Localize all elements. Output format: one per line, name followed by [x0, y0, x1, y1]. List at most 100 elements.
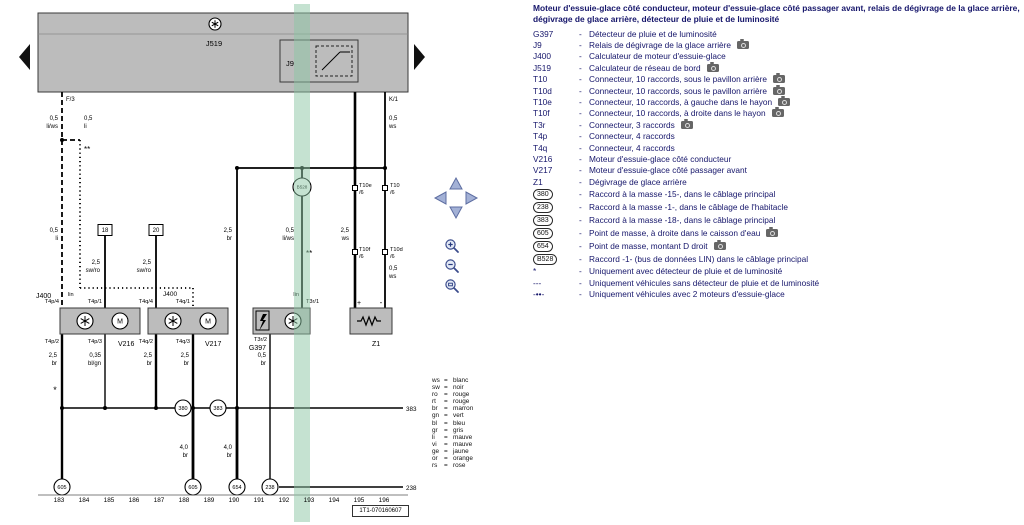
ground-point-605: 605	[53, 478, 71, 496]
legend-separator: -	[579, 153, 582, 164]
diagram-label: J400	[36, 293, 51, 300]
diagram-label: *	[53, 385, 57, 395]
diagram-label: F/3	[66, 97, 75, 103]
svg-text:M: M	[117, 319, 123, 326]
diagram-label: J9	[286, 59, 294, 68]
camera-icon[interactable]	[773, 73, 786, 84]
diagram-label: T4q/3	[176, 339, 190, 345]
legend-separator: -	[579, 201, 582, 212]
color-name: bleu	[453, 419, 466, 427]
legend-item: T3r-Connecteur, 3 raccords	[533, 118, 1021, 130]
camera-icon[interactable]	[778, 96, 791, 107]
legend-item-desc: Moteur d'essuie-glace côté conducteur	[589, 153, 732, 164]
camera-icon[interactable]	[771, 107, 784, 118]
legend-item: ----Uniquement véhicules sans détecteur …	[533, 277, 1021, 288]
legend-item: 654-Point de masse, montant D droit	[533, 239, 1021, 252]
diagram-label: /6	[390, 254, 395, 260]
connector-pin-icon	[352, 185, 358, 191]
pan-up-button[interactable]	[448, 176, 464, 192]
legend-item-code: T10f	[533, 108, 550, 119]
legend-item: 380-Raccord à la masse -15-, dans le câb…	[533, 187, 1021, 200]
diagram-label: ws	[388, 274, 396, 280]
camera-icon[interactable]	[713, 239, 726, 250]
left-continuation-arrow-icon	[19, 44, 30, 70]
zoom-out-button[interactable]	[444, 258, 460, 274]
diagram-label: 0,5	[389, 266, 398, 272]
diagram-label: -	[380, 298, 383, 307]
color-abbr: ro	[432, 391, 438, 399]
diagram-label: 0,5	[50, 228, 59, 234]
camera-icon[interactable]	[766, 226, 779, 237]
legend-item: B528-Raccord -1- (bus de données LIN) da…	[533, 252, 1021, 265]
color-abbr: gr	[432, 426, 438, 434]
wire-junction-dot	[300, 166, 304, 170]
diagram-label: br	[183, 453, 188, 459]
track-number: 186	[128, 497, 140, 504]
camera-icon[interactable]	[706, 61, 719, 72]
color-code-row: bl=bleu	[432, 420, 473, 427]
diagram-label: T4p/3	[88, 339, 102, 345]
svg-text:380: 380	[178, 406, 187, 412]
color-name: rouge	[453, 391, 470, 399]
camera-icon[interactable]	[680, 118, 693, 129]
legend-item: V216 -Moteur d'essuie-glace côté conducte…	[533, 153, 1021, 164]
diagram-label: 2,5	[92, 260, 101, 266]
pan-down-button[interactable]	[448, 204, 464, 220]
legend-separator: -	[579, 176, 582, 187]
diagram-label: 0,5	[258, 353, 267, 359]
diagram-label: J400	[163, 291, 177, 298]
color-name: rose	[453, 462, 466, 470]
diagram-label: 2,5	[224, 228, 233, 234]
legend-item-code: V217	[533, 165, 553, 176]
legend-separator: -	[579, 142, 582, 153]
legend-item-code: Z1	[533, 176, 543, 187]
connector-pin-icon	[382, 249, 388, 255]
diagram-label: bl/gn	[88, 361, 101, 367]
legend-item-code: V216	[533, 153, 553, 164]
ground-point-654: 654	[228, 478, 246, 496]
viewer-controls	[432, 176, 480, 298]
legend-item-code: 605	[533, 227, 579, 239]
legend-item: T10e-Connecteur, 10 raccords, à gauche d…	[533, 96, 1021, 107]
legend-items: G397-Détecteur de pluie et de luminosité…	[533, 28, 1021, 300]
ground-symbol: 605	[533, 227, 553, 239]
heater-element-icon	[357, 315, 381, 327]
zoom-in-button[interactable]	[444, 238, 460, 254]
diagram-label: T10f	[359, 247, 371, 253]
color-name: gris	[453, 426, 464, 434]
color-abbr: or	[432, 455, 438, 463]
legend-item-desc: Connecteur, 4 raccords	[589, 142, 675, 153]
ground-symbol: B528	[533, 253, 558, 265]
legend-item-desc: Raccord à la masse -15-, dans le câblage…	[589, 188, 776, 199]
legend-item-code: J400	[533, 51, 551, 62]
legend-item: J9-Relais de dégivrage de la glace arriè…	[533, 39, 1021, 50]
zoom-window-button[interactable]	[444, 278, 460, 294]
diagram-label: T4p/4	[45, 299, 59, 305]
color-abbr: rs	[432, 462, 438, 470]
diagram-label: lin	[68, 292, 74, 298]
svg-text:B528: B528	[297, 185, 308, 190]
diagram-label: /6	[359, 190, 364, 196]
camera-icon[interactable]	[737, 39, 750, 50]
legend-separator: -	[579, 51, 582, 62]
pan-right-button[interactable]	[463, 190, 479, 206]
pan-left-button[interactable]	[433, 190, 449, 206]
diagram-label: br	[184, 361, 189, 367]
wire-ref-box: 18	[97, 224, 113, 236]
ground-point-605: 605	[184, 478, 202, 496]
diagram-label: 2,5	[144, 353, 153, 359]
color-name: marron	[453, 405, 474, 413]
legend-item-desc: Connecteur, 4 raccords	[589, 131, 675, 142]
svg-text:383: 383	[213, 406, 222, 412]
diagram-label: G397	[249, 345, 266, 352]
ground-connection-383: 383	[209, 399, 227, 417]
legend-separator: -	[579, 97, 582, 108]
camera-icon[interactable]	[773, 84, 786, 95]
diagram-label: 4,0	[180, 445, 189, 451]
diagram-label: T4q/2	[139, 339, 153, 345]
legend-title: Moteur d'essuie-glace côté conducteur, m…	[533, 3, 1020, 24]
track-number: 191	[253, 497, 265, 504]
legend-item: 605-Point de masse, à droite dans le cai…	[533, 226, 1021, 239]
wire-junction-dot	[383, 166, 387, 170]
